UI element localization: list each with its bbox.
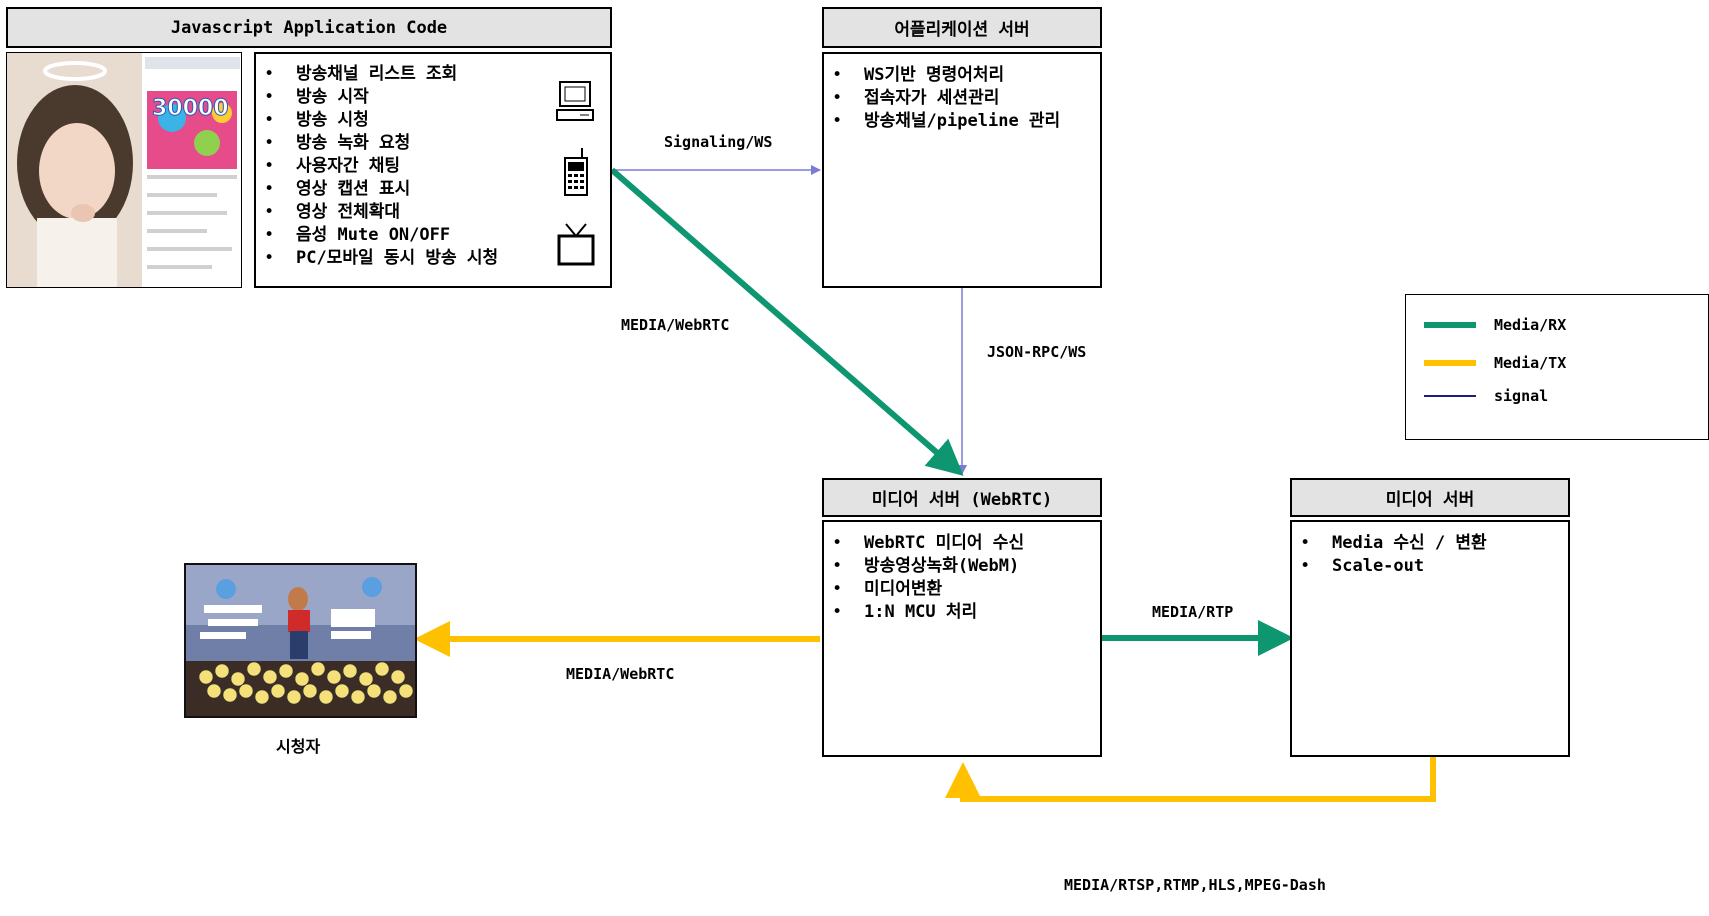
media-server-webrtc-box: WebRTC 미디어 수신 방송영상녹화(WebM) 미디어변환 1:N MCU… [822, 520, 1102, 757]
client-header: Javascript Application Code [6, 7, 612, 48]
device-icons [556, 81, 595, 266]
viewer-image [186, 565, 415, 716]
app-server-item: 접속자가 세션관리 [832, 87, 1100, 110]
signaling-label: Signaling/WS [664, 133, 773, 151]
app-server-header: 어플리케이션 서버 [822, 7, 1102, 48]
client-feature-list: 방송채널 리스트 조회 방송 시작 방송 시청 방송 녹화 요청 사용자간 채팅… [256, 54, 610, 270]
legend-label: Media/RX [1494, 316, 1567, 334]
streaming-arrow [945, 757, 1436, 802]
app-server-item-list: WS기반 명령어처리 접속자가 세션관리 방송채널/pipeline 관리 [824, 54, 1100, 133]
legend-item-rx: Media/RX [1406, 316, 1566, 334]
app-server-item: 방송채널/pipeline 관리 [832, 110, 1100, 133]
feature-item: 영상 캡션 표시 [264, 178, 610, 201]
legend-label: signal [1494, 387, 1549, 405]
app-server-item: WS기반 명령어처리 [832, 64, 1100, 87]
media-server-webrtc-item: 미디어변환 [832, 578, 1100, 601]
feature-item: 사용자간 채팅 [264, 155, 610, 178]
media-server-header: 미디어 서버 [1290, 478, 1570, 517]
media-server-webrtc-item: 1:N MCU 처리 [832, 601, 1100, 624]
app-server-box: WS기반 명령어처리 접속자가 세션관리 방송채널/pipeline 관리 [822, 52, 1102, 288]
media-server-item-list: Media 수신 / 변환 Scale-out [1292, 522, 1568, 578]
media-server-box: Media 수신 / 변환 Scale-out [1290, 520, 1570, 757]
media-server-webrtc-item-list: WebRTC 미디어 수신 방송영상녹화(WebM) 미디어변환 1:N MCU… [824, 522, 1100, 624]
media-server-item: Scale-out [1300, 555, 1568, 578]
broadcaster-image: 30000 [7, 53, 241, 287]
feature-item: 음성 Mute ON/OFF [264, 224, 610, 247]
computer-icon [556, 81, 594, 121]
feature-item: 영상 전체확대 [264, 201, 610, 224]
legend: Media/RX Media/TX signal [1405, 294, 1709, 440]
legend-label: Media/TX [1494, 354, 1567, 372]
viewer-media-label: MEDIA/WebRTC [566, 665, 675, 683]
feature-item: 방송 녹화 요청 [264, 132, 610, 155]
media-server-webrtc-header: 미디어 서버 (WebRTC) [822, 478, 1102, 517]
broadcaster-screenshot: 30000 [6, 52, 242, 288]
viewer-screenshot [184, 563, 417, 718]
legend-swatch-rx [1424, 322, 1476, 328]
json-rpc-label: JSON-RPC/WS [987, 343, 1087, 361]
viewer-label: 시청자 [276, 737, 321, 756]
client-features-box: 방송채널 리스트 조회 방송 시작 방송 시청 방송 녹화 요청 사용자간 채팅… [254, 52, 612, 288]
rtp-label: MEDIA/RTP [1152, 603, 1234, 621]
feature-item: 방송 시청 [264, 109, 610, 132]
broadcast-counter: 30000 [152, 96, 229, 121]
legend-item-tx: Media/TX [1406, 354, 1566, 372]
legend-swatch-signal [1424, 395, 1476, 397]
client-media-label: MEDIA/WebRTC [621, 316, 730, 334]
feature-item: 방송채널 리스트 조회 [264, 63, 610, 86]
feature-item: 방송 시작 [264, 86, 610, 109]
legend-swatch-tx [1424, 360, 1476, 366]
streaming-label: MEDIA/RTSP,RTMP,HLS,MPEG-Dash [1064, 876, 1326, 894]
media-server-webrtc-item: 방송영상녹화(WebM) [832, 555, 1100, 578]
client-media-arrow [610, 167, 964, 476]
media-server-item: Media 수신 / 변환 [1300, 532, 1568, 555]
mobile-phone-icon [564, 148, 588, 196]
tv-icon [557, 223, 595, 266]
feature-item: PC/모바일 동시 방송 시청 [264, 247, 610, 270]
media-server-webrtc-item: WebRTC 미디어 수신 [832, 532, 1100, 555]
legend-item-signal: signal [1406, 387, 1548, 405]
